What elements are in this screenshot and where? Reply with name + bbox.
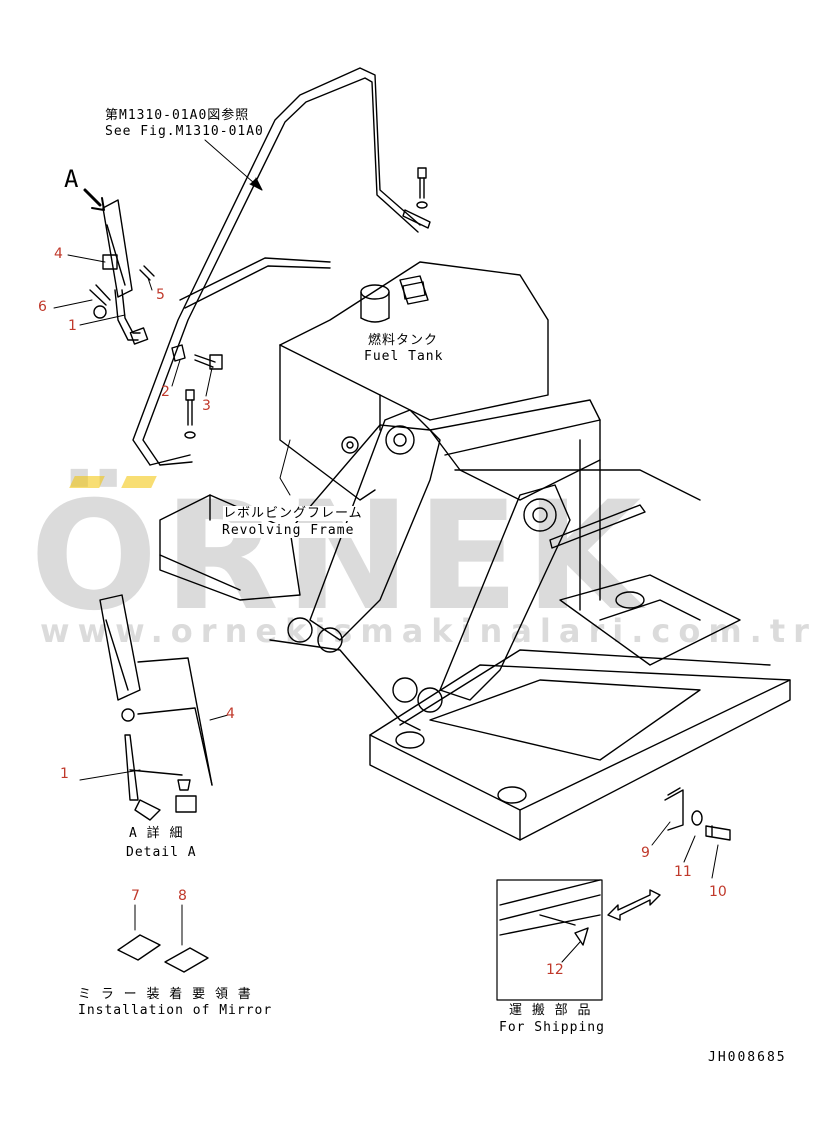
part-number-11: 11 — [674, 864, 692, 880]
part-number-5: 5 — [156, 287, 165, 303]
installation-sheets — [117, 904, 209, 973]
shipping-title-en: For Shipping — [499, 1020, 605, 1035]
double-arrow — [607, 889, 661, 921]
shipping-parts — [664, 787, 731, 841]
view-arrow — [83, 188, 105, 211]
detail-a-drawing — [99, 594, 213, 821]
figure-ref-jp: 第M1310-01A0図参照 — [105, 108, 250, 123]
part-number-12: 12 — [546, 962, 564, 978]
part-number-8: 8 — [178, 888, 187, 904]
part-number-4-top: 4 — [54, 246, 63, 262]
figure-ref-en: See Fig.M1310-01A0 — [105, 124, 264, 139]
part-number-1-top: 1 — [68, 318, 77, 334]
installation-title-jp: ミ ラ ー 装 着 要 領 書 — [78, 987, 252, 1002]
leader-lines — [53, 139, 719, 963]
revolving-frame-label-en: Revolving Frame — [222, 523, 355, 538]
revolving-frame-label-jp: レボルビングフレーム — [223, 506, 363, 521]
part-number-3: 3 — [202, 398, 211, 414]
drawing-id: JH008685 — [708, 1050, 787, 1065]
shipping-inset — [496, 879, 603, 1001]
part-number-1-detail: 1 — [60, 766, 69, 782]
part-number-10: 10 — [709, 884, 727, 900]
lower-frame — [369, 574, 791, 841]
detail-a-title-jp: A 詳 細 — [129, 826, 184, 841]
revolving-frame — [159, 399, 701, 731]
mirror-assembly — [89, 199, 155, 345]
shipping-title-jp: 運 搬 部 品 — [509, 1003, 592, 1018]
part-number-9: 9 — [641, 845, 650, 861]
fasteners — [171, 167, 431, 439]
part-number-6: 6 — [38, 299, 47, 315]
fuel-tank-label-en: Fuel Tank — [364, 349, 444, 364]
part-number-7: 7 — [131, 888, 140, 904]
fuel-tank — [279, 261, 549, 501]
part-number-2: 2 — [161, 384, 170, 400]
view-marker: A — [64, 165, 80, 193]
part-number-4-detail: 4 — [226, 706, 235, 722]
installation-title-en: Installation of Mirror — [78, 1003, 273, 1018]
detail-a-title-en: Detail A — [126, 845, 197, 860]
handrail — [132, 67, 421, 466]
fuel-tank-label-jp: 燃料タンク — [368, 333, 439, 348]
